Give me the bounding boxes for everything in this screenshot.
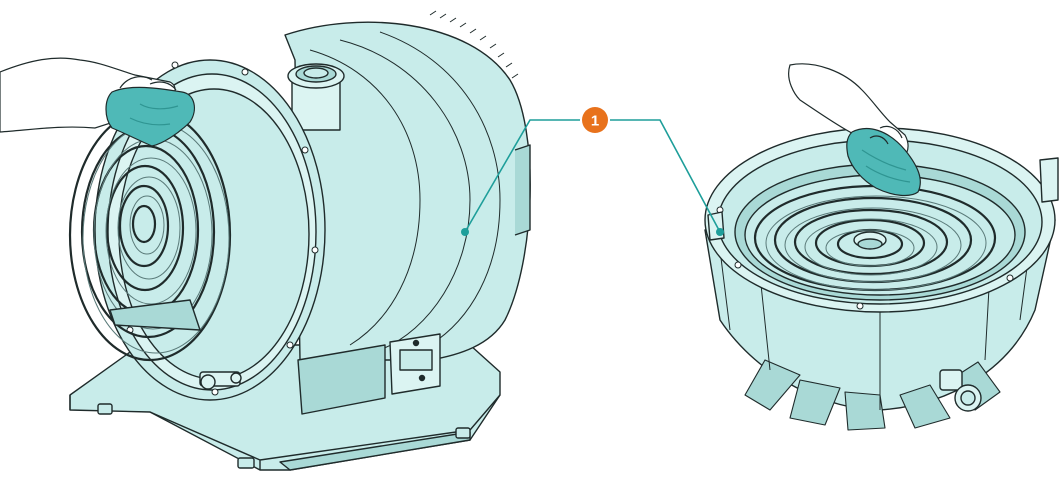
right-hand-wiping-icon (788, 63, 921, 197)
leader-line-right (610, 119, 721, 233)
callout-leader-lines (464, 119, 721, 233)
right-housing-illustration (704, 127, 1059, 431)
leader-dot-right (716, 228, 724, 236)
leader-line-left (464, 119, 580, 233)
callout-number: 1 (591, 113, 599, 130)
callout-badge: 1 (582, 107, 608, 133)
left-hand-wiping-icon (0, 57, 196, 147)
left-cloth (105, 86, 196, 147)
left-pump-illustration (68, 10, 531, 471)
leader-dot-left (461, 228, 469, 236)
